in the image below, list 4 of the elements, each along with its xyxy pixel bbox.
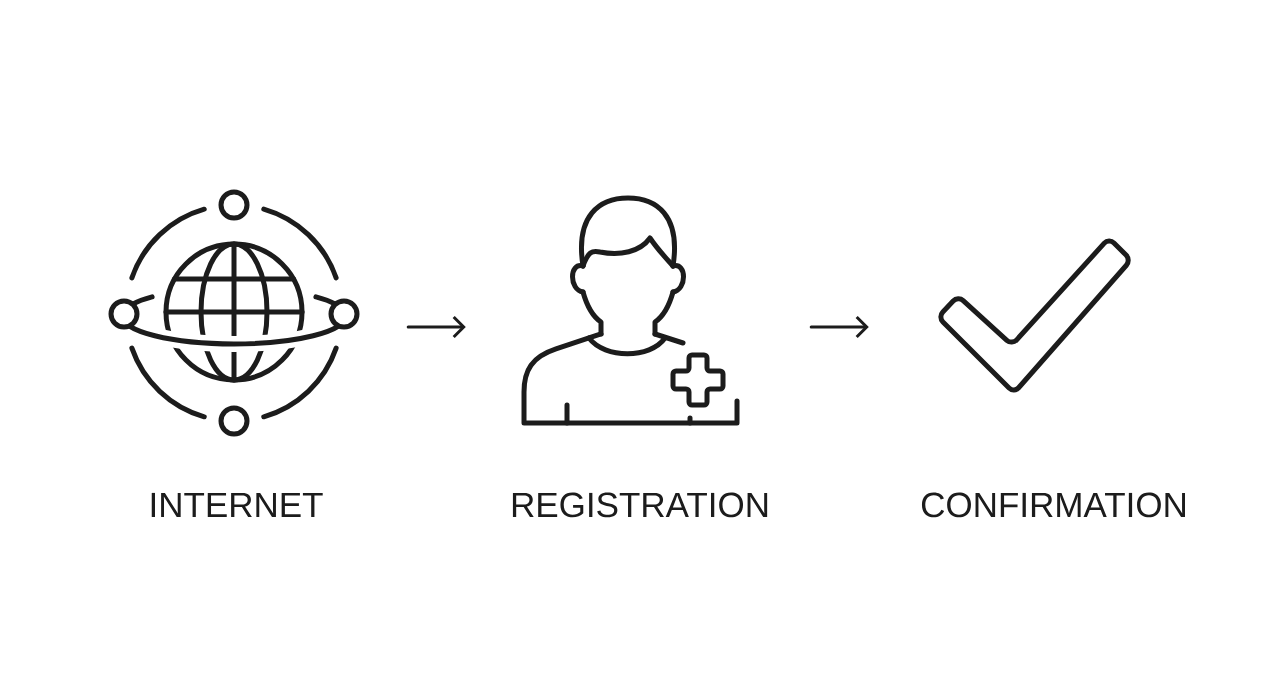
arrow bbox=[809, 315, 869, 339]
icon-caption: INTERNET bbox=[151, 492, 323, 517]
icon-caption: CONFIRMATION bbox=[921, 492, 1185, 518]
icon-caption: REGISTRATION bbox=[512, 492, 768, 518]
